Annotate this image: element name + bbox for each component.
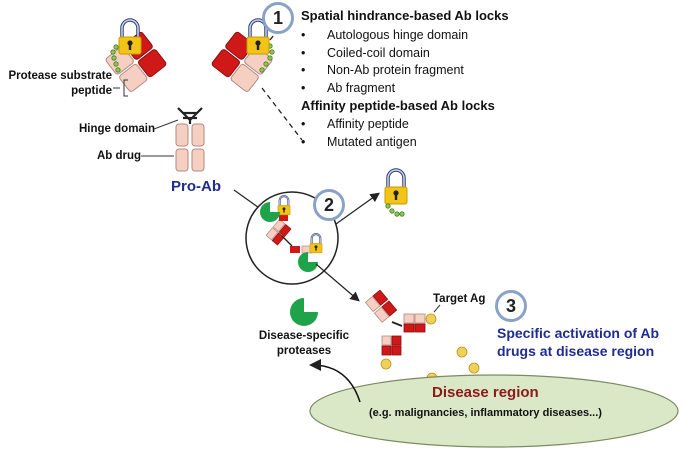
target-ag-label: Target Ag [433, 293, 486, 305]
affinity-locks-list: Affinity peptide Mutated antigen [301, 116, 417, 151]
lock-icon [117, 18, 143, 56]
disease-region-label: Disease region [432, 384, 539, 401]
activated-ab [364, 289, 441, 370]
list-item: Coiled-coil domain [301, 45, 468, 63]
step-3-badge: 3 [495, 290, 527, 322]
activation-label: Specific activation of Ab drugs at disea… [497, 325, 660, 359]
hinge-domain-label: Hinge domain [79, 123, 156, 135]
spatial-locks-list: Autologous hinge domain Coiled-coil doma… [301, 27, 468, 97]
antigen [425, 313, 437, 325]
list-item: Affinity peptide [301, 116, 417, 134]
disease-region-ellipse [309, 374, 679, 448]
protease-substrate-label: Protease substrate peptide [8, 70, 112, 97]
pro-ab-label: Pro-Ab [171, 178, 221, 195]
protease-icon [298, 252, 318, 272]
curved-arrow [309, 359, 361, 403]
disease-proteases-label: Disease-specific proteases [258, 330, 350, 357]
hinge [177, 107, 203, 124]
activation-arrow [315, 263, 360, 302]
mini-cleaving-ab [265, 195, 324, 254]
protease-icon [290, 298, 318, 326]
released-lock [383, 168, 409, 217]
protease-icon [260, 202, 280, 222]
affinity-locks-title: Affinity peptide-based Ab locks [301, 98, 495, 113]
spatial-locks-title: Spatial hindrance-based Ab locks [301, 8, 509, 23]
step-1-badge: 1 [262, 2, 294, 34]
list-item: Ab fragment [301, 80, 468, 98]
step-2-badge: 2 [313, 189, 345, 221]
antigen [380, 358, 392, 370]
list-item: Autologous hinge domain [301, 27, 468, 45]
disease-examples-label: (e.g. malignancies, inflammatory disease… [369, 407, 602, 419]
pro-ab-large [105, 18, 275, 172]
list-item: Mutated antigen [301, 134, 417, 152]
fc-region [175, 123, 205, 172]
release-arrow [335, 192, 380, 225]
list-item: Non-Ab protein fragment [301, 62, 468, 80]
ab-drug-label: Ab drug [97, 150, 142, 162]
